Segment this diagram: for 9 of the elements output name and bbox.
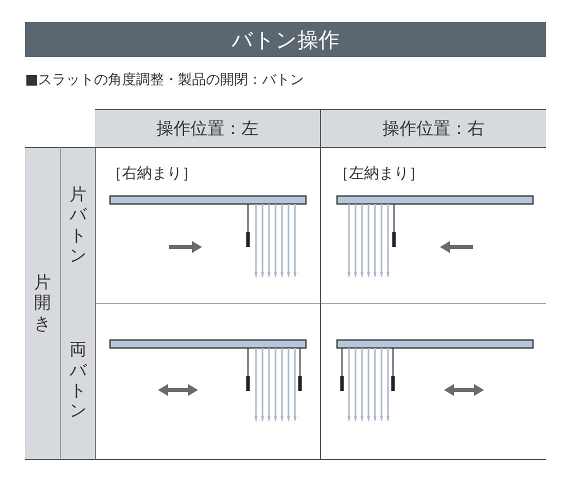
row-header-cell: 片開き [25,147,61,460]
mounting-note: ［右納まり］ [107,164,197,183]
title-bar: バトン操作 [25,22,546,57]
row-header-cell: 片バトン [61,147,95,304]
header-cell: 操作位置：左 [95,109,321,147]
header-cell: 操作位置：右 [321,109,546,147]
section-heading: ■スラットの角度調整・製品の開閉：バトン [25,71,304,89]
mounting-note: ［左納まり］ [334,164,424,183]
row-header-cell: 両バトン [61,303,95,460]
